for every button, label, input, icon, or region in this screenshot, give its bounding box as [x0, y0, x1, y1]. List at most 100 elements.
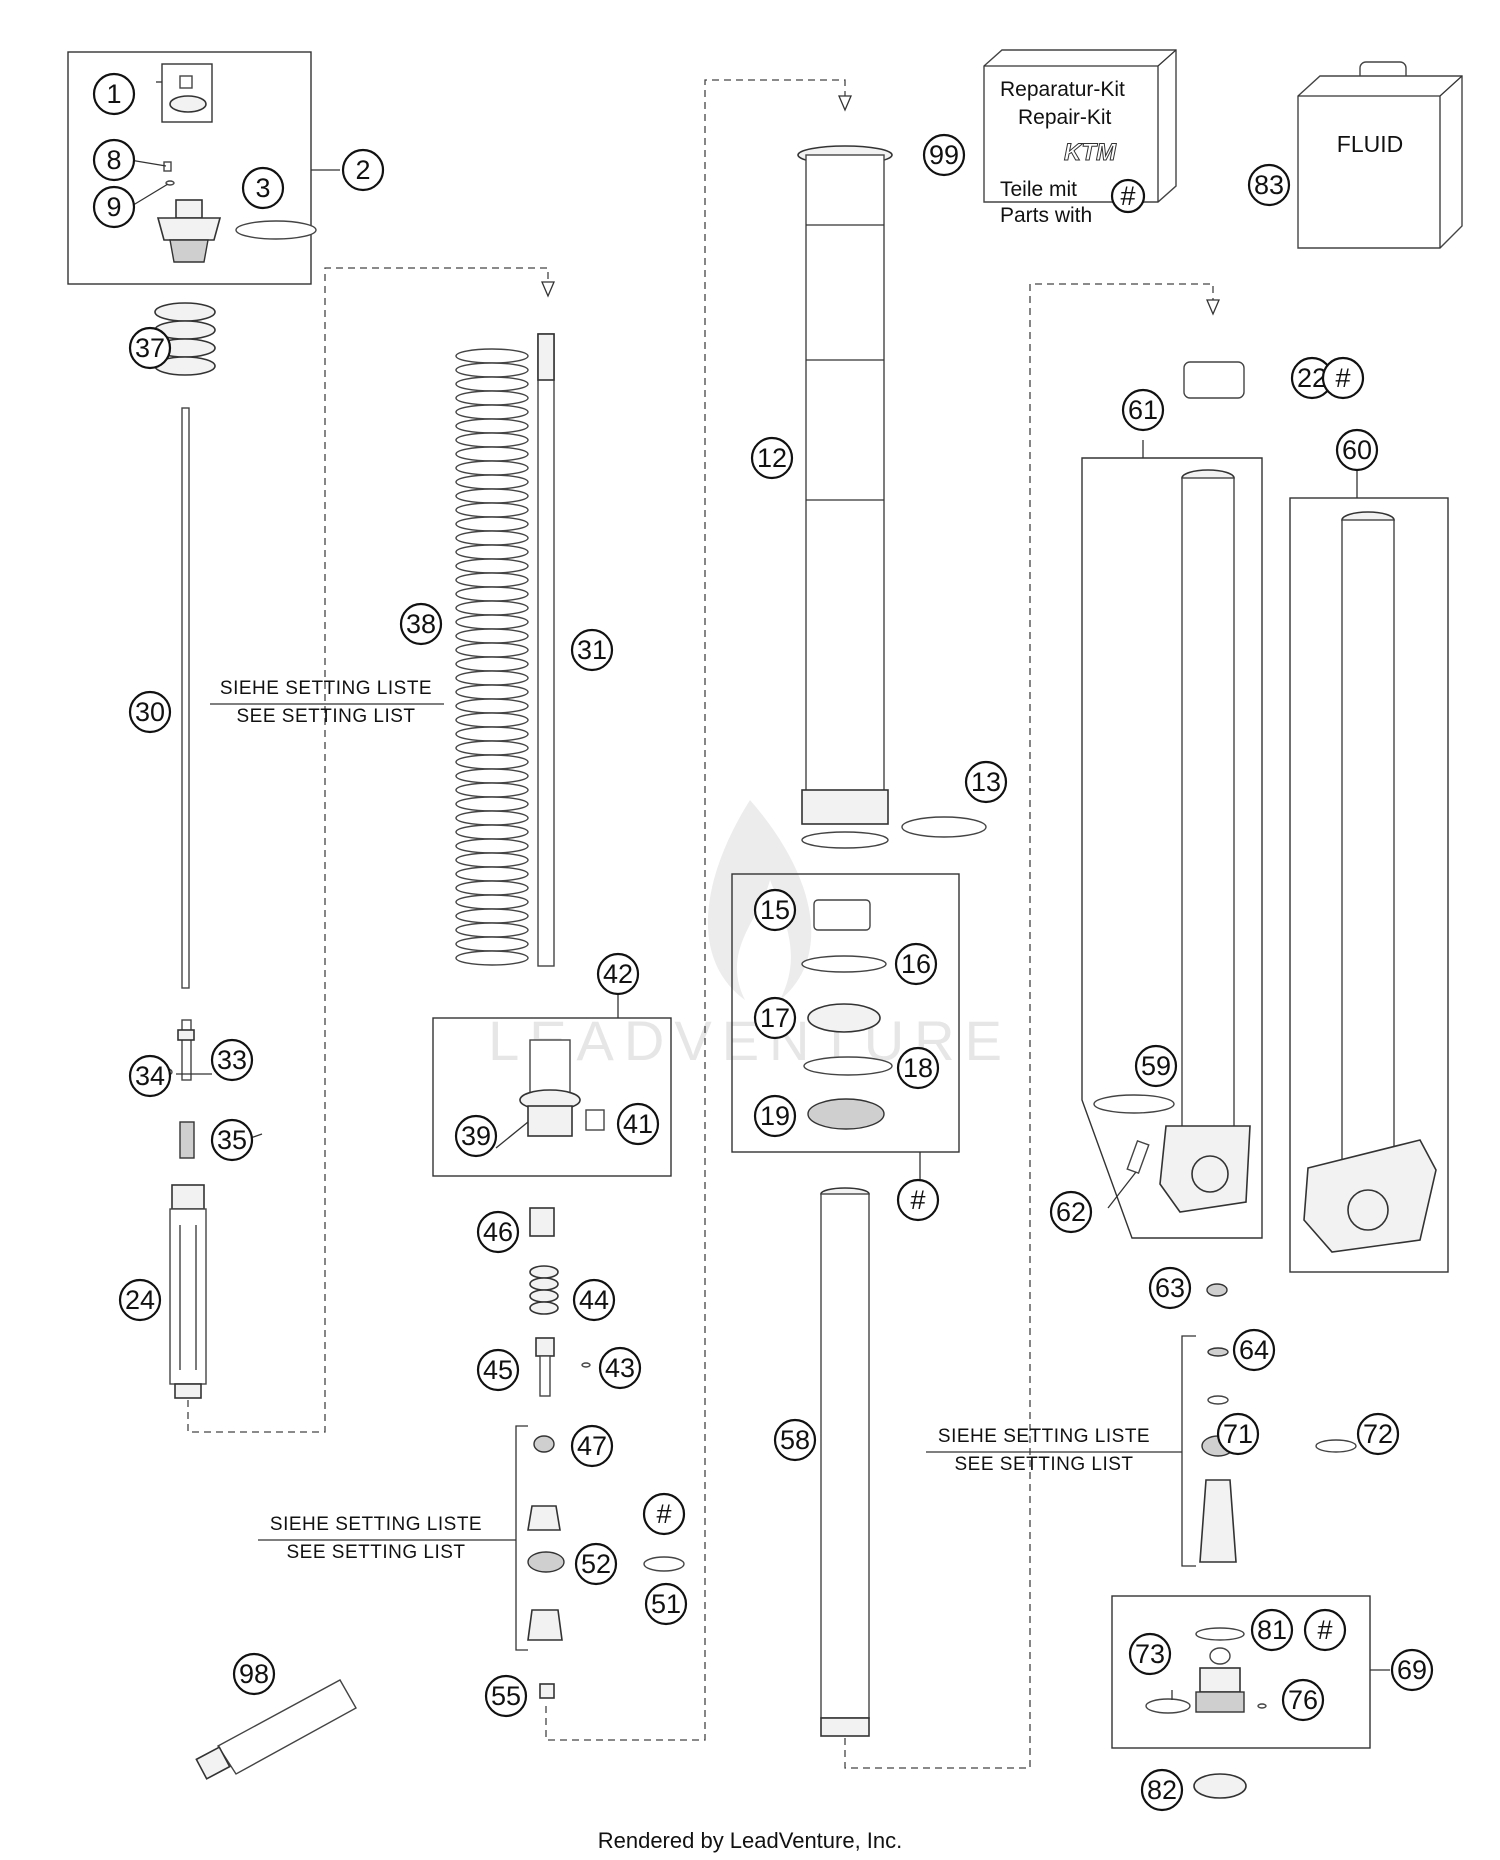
callout-41: 41: [623, 1109, 653, 1139]
part-51-drawing: [643, 1556, 685, 1572]
spring-coil: [455, 852, 529, 868]
callout-43: 43: [605, 1353, 635, 1383]
part-55-drawing: [539, 1683, 555, 1699]
callout-42: 42: [603, 959, 633, 989]
callout-circle-99: [922, 133, 966, 177]
part-43-drawing: [581, 1362, 591, 1368]
spring-coil: [455, 726, 529, 742]
callout-circle-30: [128, 690, 172, 734]
callout-circle-8: [92, 138, 136, 182]
spring-coil: [455, 880, 529, 896]
callout-19: 19: [760, 1101, 790, 1131]
callout-circle-37: [128, 326, 172, 370]
callout-circle-19: [753, 1094, 797, 1138]
spring-coil: [455, 712, 529, 728]
spring-coil: [455, 600, 529, 616]
spring-coil: [455, 838, 529, 854]
part-63-drawing: [1206, 1283, 1228, 1297]
kit-line-1: Reparatur-Kit: [1000, 78, 1125, 101]
callout-18: 18: [903, 1053, 933, 1083]
spring-coil: [455, 530, 529, 546]
note-setting-en-2: SEE SETTING LIST: [286, 1542, 465, 1563]
callout-17: 17: [760, 1003, 790, 1033]
part-44-drawing: [529, 1265, 559, 1315]
callout-circle-69: [1390, 1648, 1434, 1692]
cap-assembly-box: [67, 51, 312, 285]
spring-coil: [455, 404, 529, 420]
spring-coil: [455, 754, 529, 770]
arrow-down-icon-2: [838, 95, 852, 112]
spring-coil: [455, 614, 529, 630]
callout-99: 99: [929, 140, 959, 170]
callout-circle-24: [118, 1278, 162, 1322]
spring-coil: [455, 908, 529, 924]
callout-circle-83: [1247, 163, 1291, 207]
spring-coil: [455, 586, 529, 602]
callout-circle-55: [484, 1674, 528, 1718]
note-setting-en-1: SEE SETTING LIST: [236, 706, 415, 727]
callout-circle-1: [92, 72, 136, 116]
spring-coil: [455, 390, 529, 406]
part-31-drawing: [537, 333, 555, 967]
part-64-drawing: [1207, 1347, 1229, 1357]
callout-circle-45: [476, 1348, 520, 1392]
part-stack-b: [527, 1609, 563, 1641]
note-setting-en-3: SEE SETTING LIST: [954, 1454, 1133, 1475]
part-33-drawing: [177, 1019, 195, 1081]
spring-coil: [455, 502, 529, 518]
callout-circle-51: [644, 1582, 688, 1626]
callout-16: 16: [901, 949, 931, 979]
spring-coil: [455, 768, 529, 784]
callout-circle-33: [210, 1038, 254, 1082]
callout-circle-42: [596, 952, 640, 996]
hash-marker-circle: [1321, 356, 1365, 400]
callout-55: 55: [491, 1681, 521, 1711]
hash-layer: ####: [642, 356, 1365, 1652]
part-cap-drawing: [156, 199, 222, 263]
part-39-drawing: [519, 1039, 581, 1137]
note-setting-de-3: SIEHE SETTING LISTE: [938, 1426, 1150, 1447]
part-59-oring: [1093, 1094, 1175, 1114]
spring-coil: [455, 628, 529, 644]
callout-38: 38: [406, 609, 436, 639]
part-73-drawing: [1145, 1698, 1191, 1714]
part-46-drawing: [529, 1207, 555, 1237]
callout-30: 30: [135, 697, 165, 727]
part-19-wiper: [807, 1098, 885, 1130]
part-16-ring: [801, 955, 887, 973]
part-83-fluid-can: [1297, 61, 1463, 249]
part-69-base-valve: [1195, 1647, 1245, 1713]
callout-circle-61: [1121, 388, 1165, 432]
callout-47: 47: [577, 1431, 607, 1461]
part-60-box: [1289, 497, 1449, 1273]
spring-coil: [455, 936, 529, 952]
seal-kit-box: [731, 873, 960, 1153]
part-98-grease-tube: [195, 1679, 357, 1780]
part-2-oring: [235, 220, 317, 240]
kit-hash-circle: [1110, 178, 1146, 214]
spring-coil: [455, 474, 529, 490]
part-22-bushing: [1183, 361, 1245, 399]
hash-marker: #: [910, 1185, 925, 1215]
spring-coil: [455, 670, 529, 686]
guide-line-right: [844, 283, 1214, 1769]
spring-coil: [455, 446, 529, 462]
callout-circle-35: [210, 1118, 254, 1162]
callout-circle-34: [128, 1054, 172, 1098]
callout-62: 62: [1056, 1197, 1086, 1227]
callout-circle-16: [894, 942, 938, 986]
part-61-lower-leg: [1159, 469, 1251, 1213]
spring-coil: [455, 922, 529, 938]
callout-circle-71: [1216, 1412, 1260, 1456]
callout-circle-64: [1232, 1328, 1276, 1372]
callout-circle-73: [1128, 1632, 1172, 1676]
spring-coil: [455, 572, 529, 588]
callout-45: 45: [483, 1355, 513, 1385]
part-47-drawing: [533, 1435, 555, 1453]
part-69-box: [1111, 1595, 1371, 1749]
kit-line-3: Teile mit: [1000, 178, 1077, 201]
spring-coil: [455, 376, 529, 392]
part-shim-stack: [1199, 1479, 1237, 1563]
